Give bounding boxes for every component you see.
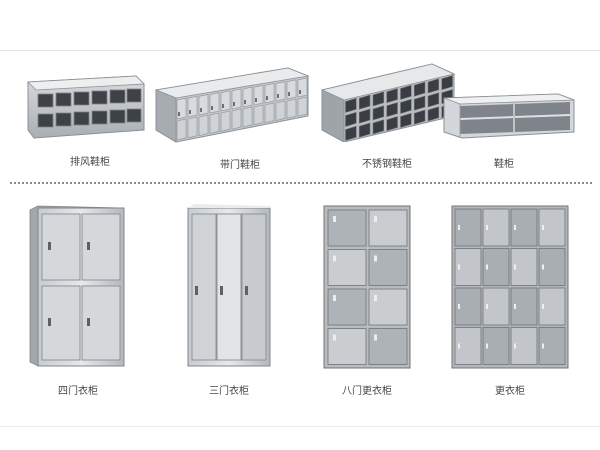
caption-locker: 更衣柜: [495, 386, 525, 397]
row-divider-dotted: [10, 182, 592, 184]
caption-exhaust-shoe-cabinet: 排风鞋柜: [70, 157, 110, 168]
caption-door-shoe-cabinet: 带门鞋柜: [220, 160, 260, 171]
caption-eight-door-locker: 八门更衣柜: [342, 386, 392, 397]
product-shoe-cabinet[interactable]: [440, 92, 576, 142]
exhaust-shoe-cabinet-image: [27, 75, 145, 139]
caption-three-door-wardrobe: 三门衣柜: [209, 386, 249, 397]
product-three-door-wardrobe[interactable]: [186, 204, 272, 368]
caption-shoe-cabinet: 鞋柜: [494, 159, 514, 170]
top-divider: [0, 50, 600, 51]
product-locker[interactable]: [450, 204, 570, 370]
eight-door-locker-image: [323, 205, 411, 369]
product-stainless-shoe-cabinet[interactable]: [320, 60, 456, 142]
four-door-wardrobe-image: [29, 205, 125, 367]
three-door-wardrobe-image: [187, 204, 271, 367]
shoe-cabinet-image: [443, 93, 575, 139]
bottom-divider: [0, 426, 600, 427]
door-shoe-cabinet-image: [154, 67, 310, 143]
product-eight-door-locker[interactable]: [322, 204, 412, 370]
locker-image: [451, 205, 569, 369]
product-exhaust-shoe-cabinet[interactable]: [26, 72, 146, 142]
caption-four-door-wardrobe: 四门衣柜: [58, 386, 98, 397]
product-door-shoe-cabinet[interactable]: [152, 64, 312, 144]
product-four-door-wardrobe[interactable]: [28, 204, 126, 368]
stainless-shoe-cabinet-image: [320, 63, 456, 142]
caption-stainless-shoe-cabinet: 不锈钢鞋柜: [362, 159, 412, 170]
